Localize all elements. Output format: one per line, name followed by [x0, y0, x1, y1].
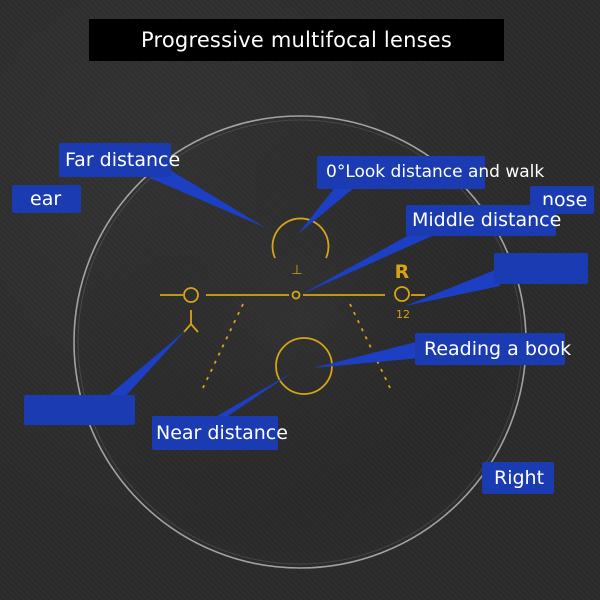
label-nose: nose — [530, 186, 594, 214]
label-ear: ear — [12, 185, 81, 213]
corridor-right — [349, 303, 393, 393]
fitting-mark: ⊥ — [291, 263, 302, 278]
title-bar: Progressive multifocal lenses — [89, 19, 504, 61]
eye-letter: R — [395, 261, 410, 283]
label-look-distance: 0°Look distance and walk — [317, 156, 544, 189]
pointer-near — [205, 372, 293, 423]
page-title: Progressive multifocal lenses — [141, 28, 452, 52]
left-reference-circle — [183, 287, 199, 303]
label-far-distance: Far distance — [59, 143, 180, 177]
label-right-text: Right — [494, 466, 545, 489]
pointers — [108, 170, 500, 423]
pointer-far — [150, 170, 266, 228]
add-power: 12 — [396, 308, 410, 321]
far-zone-arc — [271, 217, 330, 259]
label-nose-text: nose — [542, 188, 588, 211]
pointer-look — [298, 181, 360, 234]
corridor-left — [200, 303, 244, 393]
label-reading-book-text: Reading a book — [424, 337, 572, 360]
label-near-distance: Near distance — [152, 416, 288, 450]
label-blank-left — [24, 395, 135, 425]
fitting-cross-dot — [291, 290, 301, 300]
inset-fork — [183, 322, 199, 333]
label-right: Right — [482, 462, 554, 494]
label-reading-book: Reading a book — [415, 333, 571, 365]
right-reference-circle — [394, 286, 410, 302]
pointer-blank-right — [405, 270, 500, 306]
label-look-distance-text: 0°Look distance and walk — [326, 162, 545, 182]
pointer-blank-left — [108, 330, 186, 400]
label-ear-text: ear — [30, 187, 62, 210]
label-middle-distance: Middle distance — [406, 205, 561, 236]
label-blank-right — [494, 253, 588, 284]
pointer-middle — [300, 230, 432, 295]
pointer-reading — [313, 342, 420, 368]
label-near-distance-text: Near distance — [156, 421, 288, 444]
label-far-distance-text: Far distance — [65, 148, 181, 171]
label-middle-distance-text: Middle distance — [412, 209, 562, 231]
